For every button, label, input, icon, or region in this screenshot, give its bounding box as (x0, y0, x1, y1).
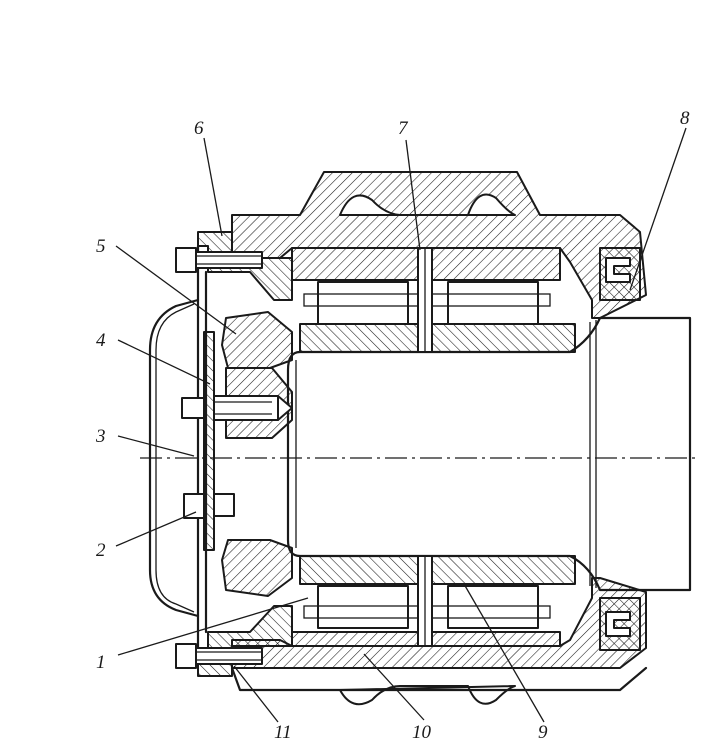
callout-4: 4 (96, 330, 106, 351)
callout-2: 2 (96, 540, 106, 561)
callout-8: 8 (680, 108, 690, 129)
leader-1 (117, 597, 309, 656)
callout-10: 10 (412, 722, 432, 743)
leader-3 (117, 435, 195, 457)
callout-7: 7 (398, 118, 409, 139)
retaining-plate (221, 311, 293, 597)
spacer-rings (417, 247, 433, 647)
leader-5 (115, 245, 237, 335)
leader-4 (117, 339, 211, 385)
leader-2 (115, 511, 197, 547)
callout-5: 5 (96, 236, 106, 257)
callout-3: 3 (95, 426, 106, 447)
callout-labels: 1 2 3 4 5 6 7 8 9 10 11 (95, 108, 690, 743)
shaft-journal (286, 316, 692, 592)
cover-bolts (175, 247, 263, 669)
callout-6: 6 (194, 118, 204, 139)
callout-1: 1 (96, 652, 106, 673)
labyrinth-seal (599, 247, 641, 651)
leader-7 (405, 139, 421, 251)
leader-8 (629, 127, 687, 291)
end-cap (148, 298, 200, 618)
leader-9 (463, 583, 545, 723)
callout-11: 11 (274, 722, 292, 743)
leader-11 (233, 665, 279, 723)
leader-6 (203, 137, 223, 237)
leader-lines (115, 127, 687, 723)
callout-9: 9 (538, 722, 548, 743)
leader-10 (363, 653, 425, 721)
upper-roller-bearing (291, 247, 576, 353)
locking-plate (181, 331, 293, 551)
lower-roller-bearing (291, 555, 576, 647)
